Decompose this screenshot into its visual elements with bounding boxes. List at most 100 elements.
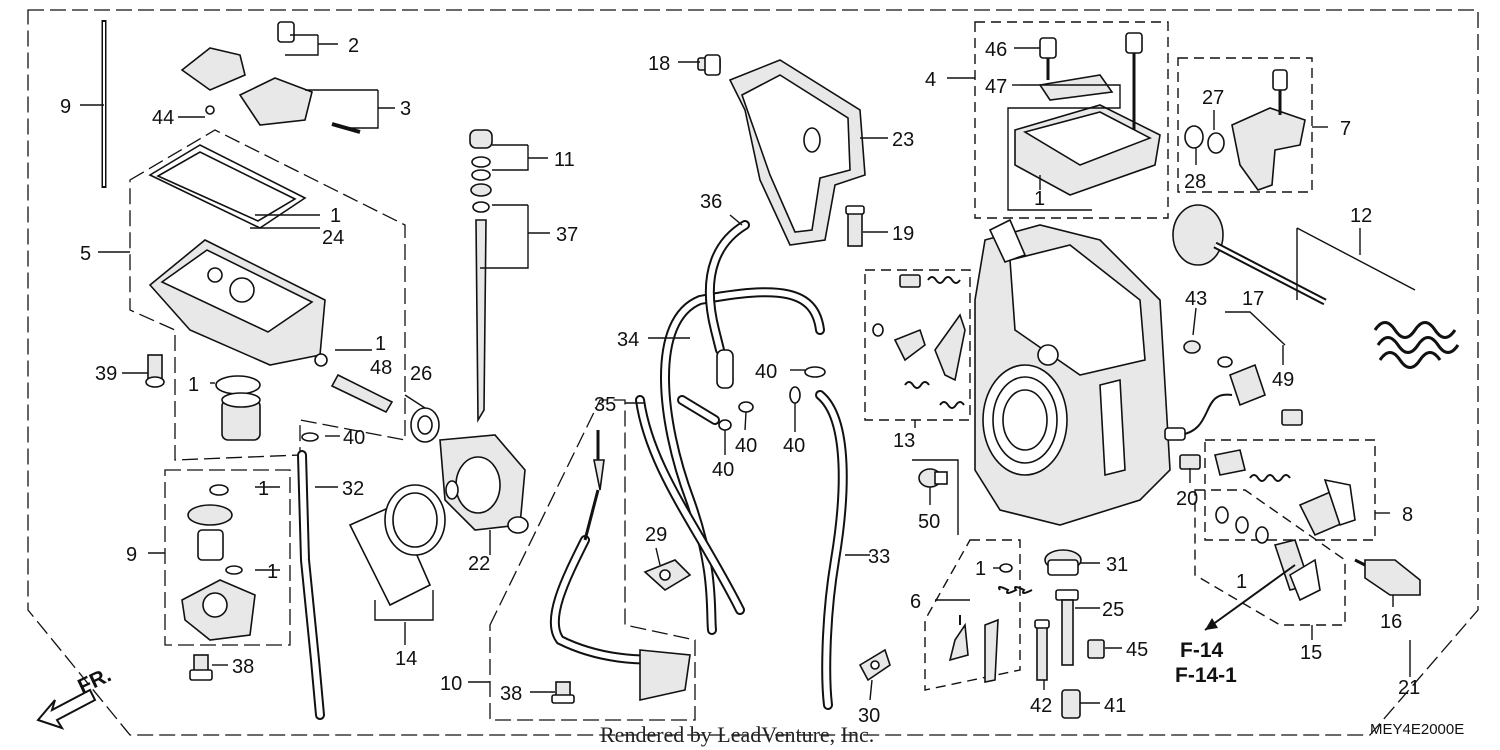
label-36: 36 — [700, 191, 722, 213]
spring-12 — [1373, 321, 1460, 369]
ref-f14[interactable]: F-14 — [1180, 639, 1224, 662]
plunger-8 — [1214, 449, 1356, 537]
screw-50 — [918, 468, 948, 488]
jet-25 — [1055, 589, 1079, 666]
label-40-c: 40 — [783, 435, 805, 457]
render-credit: Rendered by LeadVenture, Inc. — [600, 722, 874, 747]
sensor-16 — [1354, 558, 1421, 596]
label-38-bottom: 38 — [500, 683, 522, 705]
throttle-shaft-12 — [1172, 204, 1327, 306]
accel-pump-bracket — [164, 469, 291, 646]
label-1-group-4: 1 — [1034, 188, 1045, 210]
label-40-b: 40 — [712, 459, 734, 481]
label-43: 43 — [1185, 288, 1207, 310]
label-40-left: 40 — [343, 427, 365, 449]
bolt-18 — [697, 54, 721, 76]
label-46: 46 — [985, 39, 1007, 61]
label-3: 3 — [400, 98, 411, 120]
label-40-a: 40 — [735, 435, 757, 457]
carb-insulator-22 — [439, 434, 529, 534]
label-2: 2 — [348, 35, 359, 57]
breather-tube-32 — [297, 450, 325, 720]
label-13: 13 — [893, 430, 915, 452]
label-1-pump-bottom: 1 — [267, 561, 278, 583]
throttle-cable-10 — [549, 430, 691, 701]
label-34: 34 — [617, 329, 639, 351]
label-25: 25 — [1102, 599, 1124, 621]
group-7-bracket — [1177, 57, 1313, 193]
label-10: 10 — [440, 673, 462, 695]
clip-40-left — [301, 432, 319, 442]
jet-31 — [1044, 549, 1082, 576]
hose-34 — [660, 287, 825, 635]
label-17: 17 — [1242, 288, 1264, 310]
float-chamber-body — [148, 239, 326, 366]
label-9-pump: 9 — [126, 544, 137, 566]
front-direction-arrow: FR. — [36, 663, 115, 730]
o-ring-26 — [410, 407, 440, 443]
jet-41 — [1061, 689, 1081, 719]
gasket-kit-14 — [348, 484, 446, 607]
label-33: 33 — [868, 546, 890, 568]
ref-f14-1[interactable]: F-14-1 — [1175, 664, 1237, 687]
short-hose — [677, 395, 720, 425]
label-1-float-gasket: 1 — [330, 205, 341, 227]
label-27: 27 — [1202, 87, 1224, 109]
label-50: 50 — [918, 511, 940, 533]
label-38-left: 38 — [232, 656, 254, 678]
drain-plug-assembly — [215, 375, 261, 441]
label-41: 41 — [1104, 695, 1126, 717]
label-19: 19 — [892, 223, 914, 245]
label-20: 20 — [1176, 488, 1198, 510]
link-parts-13 — [872, 274, 966, 409]
label-48: 48 — [370, 357, 392, 379]
bolt-19 — [845, 205, 865, 247]
screw-38-bottom — [551, 681, 575, 704]
label-1-group-15: 1 — [1236, 571, 1247, 593]
sensor-17 — [1164, 340, 1303, 441]
hose-33 — [815, 390, 848, 710]
jet-45 — [1087, 639, 1105, 659]
label-44: 44 — [152, 107, 174, 129]
group-8-bracket — [1204, 439, 1376, 541]
float-chamber-bracket — [129, 129, 406, 461]
hose-36 — [704, 220, 750, 389]
group-13-bracket — [864, 269, 971, 421]
label-15: 15 — [1300, 642, 1322, 664]
bolt-20 — [1179, 454, 1201, 470]
label-1-pump-top: 1 — [258, 478, 269, 500]
float-chamber-gasket — [148, 144, 307, 229]
bracket-29 — [643, 559, 692, 591]
label-31: 31 — [1106, 554, 1128, 576]
arrow-f14 — [1204, 564, 1296, 631]
label-14: 14 — [395, 648, 417, 670]
label-1-oring: 1 — [188, 374, 199, 396]
label-12: 12 — [1350, 205, 1372, 227]
label-39: 39 — [95, 363, 117, 385]
label-35: 35 — [594, 394, 616, 416]
group-46-47-bracket — [1007, 84, 1121, 211]
label-47: 47 — [985, 76, 1007, 98]
bracket-14 — [374, 590, 434, 621]
label-5: 5 — [80, 243, 91, 265]
bracket-17-49 — [1225, 311, 1286, 346]
top-cover-23 — [728, 59, 866, 246]
label-26: 26 — [410, 363, 432, 385]
label-11: 11 — [554, 149, 575, 171]
air-screw — [314, 353, 394, 414]
label-22: 22 — [468, 553, 490, 575]
fitting-15 — [1215, 506, 1321, 602]
cover-plate-4 — [1014, 32, 1161, 196]
group-6-bracket — [924, 539, 1021, 691]
label-6: 6 — [910, 591, 921, 613]
leader-lines — [80, 34, 1416, 704]
jet-42 — [1034, 619, 1050, 681]
label-16: 16 — [1380, 611, 1402, 633]
carburetor-body-21 — [974, 218, 1171, 526]
top-cap-parts — [180, 21, 361, 134]
label-8: 8 — [1402, 504, 1413, 526]
label-4: 4 — [925, 69, 936, 91]
label-37: 37 — [556, 224, 578, 246]
label-1-airscrew: 1 — [375, 333, 386, 355]
